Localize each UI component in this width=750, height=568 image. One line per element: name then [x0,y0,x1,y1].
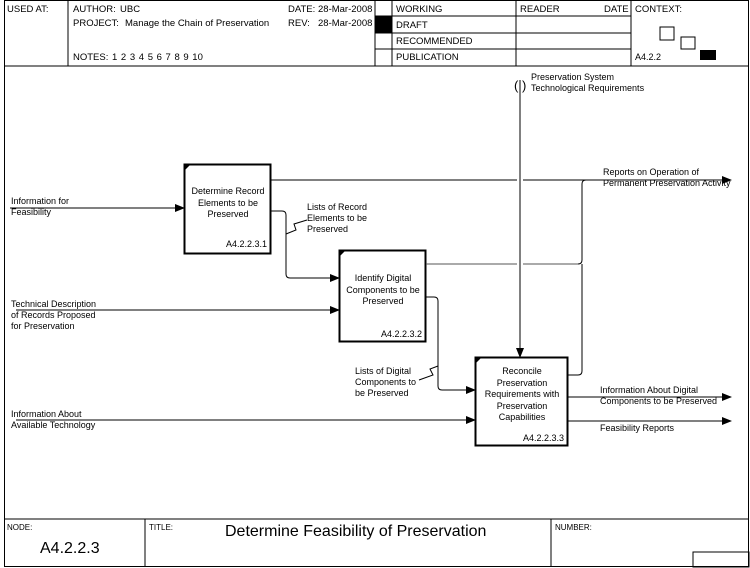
label-info-digital-components: Information About Digital Components to … [600,385,718,406]
draft-status-marker [375,16,392,33]
box2-line: Components to be [346,284,420,295]
label-lists-digital: Lists of Digital Components to be Preser… [355,366,417,398]
context-box-2 [680,36,696,50]
box2-line: Preserved [362,296,404,306]
node-value: A4.2.2.3 [40,540,100,557]
squiggle-lists-digital [418,365,439,381]
status-publication: PUBLICATION [396,52,459,63]
rev-label: REV: [288,18,310,29]
context-label: CONTEXT: [635,4,682,15]
label-lists-record: Lists of Record Elements to be Preserved [307,202,368,234]
project-value: Manage the Chain of Preservation [125,18,270,29]
number-label: NUMBER: [555,523,592,532]
status-working: WORKING [396,4,443,15]
box3-label[interactable]: Reconcile Preservation Requirements with… [476,366,568,424]
project-label: PROJECT: [73,18,119,29]
box2-number: A4.2.2.3.2 [380,329,422,339]
rev-value: 28-Mar-2008 [318,18,373,29]
activity-box-1 [183,163,272,255]
diagram-title: Determine Feasibility of Preservation [225,523,487,540]
node-label: NODE: [7,523,33,532]
status-recommended: RECOMMENDED [396,36,473,47]
box2-label[interactable]: Identify Digital Components to be Preser… [340,273,426,308]
label-info-feasibility: Information for Feasibility [11,196,70,217]
box3-line: Preservation [496,400,548,411]
label-reports-operation: Reports on Operation of Permanent Preser… [603,167,731,188]
date-label: DATE: [288,4,316,15]
author-label: AUTHOR: [73,4,116,15]
box3-line: Requirements with [484,389,560,399]
arrow-lists-digital [426,296,476,394]
activity-box-2 [338,249,427,343]
box1-line: Preserved [207,209,249,219]
date-value: 28-Mar-2008 [318,4,373,15]
status-draft: DRAFT [396,20,428,31]
context-box-1 [659,26,675,41]
box3-line: Reconcile [502,366,542,376]
context-node: A4.2.2 [635,52,662,62]
page-frame [4,0,749,567]
author-value: UBC [120,4,141,15]
reader-label: READER [520,4,560,15]
notes-value: 1 2 3 4 5 6 7 8 9 10 [112,52,203,63]
box3-number: A4.2.2.3.3 [522,433,564,443]
box1-label[interactable]: Determine Record Elements to be Preserve… [185,186,271,221]
box3-line: Preservation [496,377,548,388]
notes-label: NOTES: [73,52,109,63]
context-box-3 [700,50,716,60]
number-box [692,551,750,568]
reader-date-label: DATE [604,4,629,15]
label-available-technology: Information About Available Technology [11,409,96,430]
box1-line: Determine Record [191,186,265,196]
label-feasibility-reports: Feasibility Reports [600,423,675,433]
title-label: TITLE: [149,523,174,532]
squiggle-lists-record [285,219,308,235]
arrow-lists-record-elements [271,210,340,282]
used-at-label: USED AT: [7,4,49,15]
box2-line: Identify Digital [354,273,412,283]
box1-line: Elements to be [197,197,259,208]
label-control-requirements: Preservation System Technological Requir… [531,72,645,93]
box3-line: Capabilities [498,412,546,422]
label-technical-description: Technical Description of Records Propose… [11,299,97,331]
tunnel-icon: ( ) [514,78,527,93]
reports-branch-join [577,179,587,265]
box3-reports-join [568,264,583,376]
box1-number: A4.2.2.3.1 [225,239,267,249]
